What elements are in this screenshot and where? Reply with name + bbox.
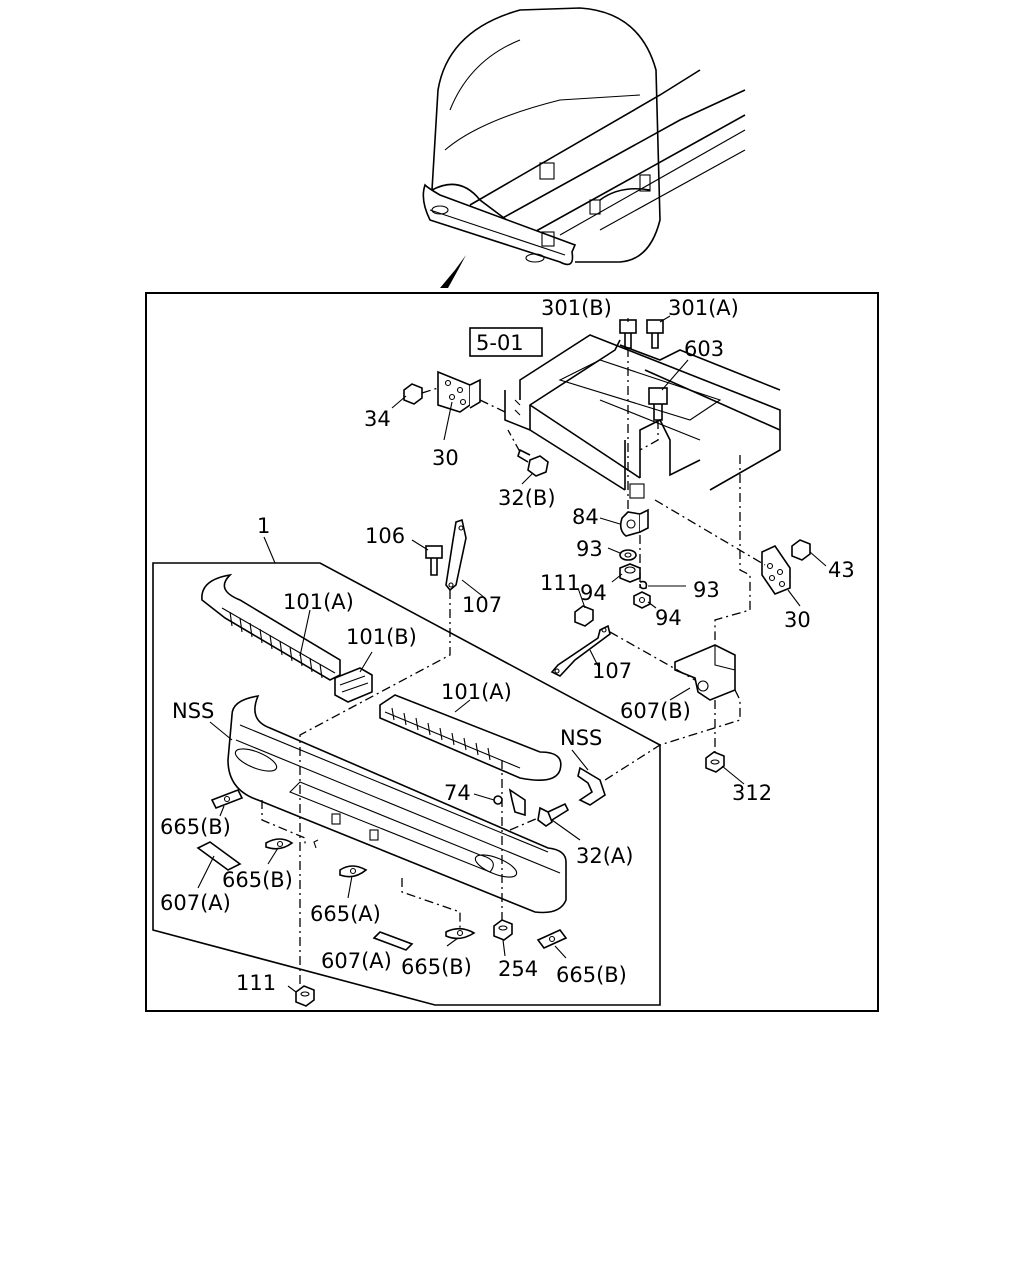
alignment-lines	[261, 590, 503, 986]
bolt-32a	[509, 802, 570, 831]
detail-frame	[145, 292, 879, 1012]
nut-111-upper	[574, 605, 594, 627]
bracket-84	[619, 508, 649, 537]
label-101b: 101(B)	[346, 625, 417, 649]
bolt-301b	[619, 319, 637, 520]
line-bracket-30-right	[654, 499, 766, 566]
label-106: 106	[365, 524, 405, 548]
label-30-left: 30	[432, 446, 459, 470]
label-607a-1: 607(A)	[160, 891, 231, 915]
label-94-a: 94	[580, 581, 607, 605]
reference-box-label: 5-01	[476, 331, 524, 355]
label-nss-right: NSS	[560, 726, 602, 750]
nut-111-lower	[295, 985, 315, 1007]
bolt-603	[639, 387, 668, 451]
nut-94-b	[633, 591, 651, 609]
part-labels: 301(B) 301(A) 603 34 30 32(B) 84 93 111 …	[160, 296, 855, 995]
reference-box: 5-01	[469, 327, 543, 357]
label-107-upper: 107	[462, 593, 502, 617]
nut-254	[493, 919, 513, 941]
label-32b: 32(B)	[498, 486, 556, 510]
pad-665a	[339, 865, 368, 878]
label-32a: 32(A)	[576, 844, 633, 868]
truck-overview-illustration	[422, 7, 746, 288]
bolt-301a	[646, 319, 664, 349]
washer-93-a	[619, 549, 637, 561]
front-bumper	[227, 694, 567, 914]
label-665b-2: 665(B)	[222, 868, 293, 892]
bolt-106	[425, 545, 443, 576]
washer-93-b	[639, 580, 648, 590]
leader-lines	[197, 315, 827, 993]
label-111-upper: 111	[540, 571, 580, 595]
label-301a: 301(A)	[668, 296, 739, 320]
pad-665b-4	[536, 929, 568, 949]
nut-312	[705, 751, 725, 773]
bracket-30-right	[761, 544, 791, 595]
bumper-assembly-box	[152, 562, 661, 1006]
label-1: 1	[257, 514, 270, 538]
label-93-a: 93	[576, 537, 603, 561]
line-frame-to-607b	[714, 455, 751, 640]
label-301b: 301(B)	[541, 296, 612, 320]
label-603: 603	[684, 337, 724, 361]
pad-665b-1	[210, 788, 244, 810]
label-34: 34	[364, 407, 391, 431]
bolt-32b	[507, 429, 549, 477]
label-101a-right: 101(A)	[441, 680, 512, 704]
label-607a-2: 607(A)	[321, 949, 392, 973]
spacer-94-a	[619, 563, 641, 583]
label-665b-4: 665(B)	[556, 963, 627, 987]
clip-74	[493, 788, 526, 817]
bracket-nss-right	[577, 766, 606, 806]
nut-43	[791, 539, 811, 561]
line-607b-nss	[604, 689, 741, 781]
nut-34	[403, 383, 423, 405]
label-84: 84	[572, 505, 599, 529]
link-rod-107-lower	[550, 624, 611, 677]
pad-665b-2	[265, 838, 294, 850]
pad-665b-3	[445, 927, 476, 940]
label-93-b: 93	[693, 578, 720, 602]
label-312: 312	[732, 781, 772, 805]
label-nss-left: NSS	[172, 699, 214, 723]
moulding-101a-right	[379, 694, 562, 781]
label-665b-1: 665(B)	[160, 815, 231, 839]
label-607b: 607(B)	[620, 699, 691, 723]
plate-607a-1	[196, 841, 242, 871]
clip-101b	[334, 667, 373, 703]
label-111-lower: 111	[236, 971, 276, 995]
link-rod-107-upper	[445, 518, 467, 592]
plate-607a-2	[372, 931, 414, 951]
label-43: 43	[828, 558, 855, 582]
label-665a: 665(A)	[310, 902, 381, 926]
bracket-30-left	[421, 370, 506, 413]
label-101a-left: 101(A)	[283, 590, 354, 614]
label-30-right: 30	[784, 608, 811, 632]
label-74: 74	[444, 781, 471, 805]
line-107-607b	[609, 631, 696, 681]
label-94-b: 94	[655, 606, 682, 630]
label-665b-3: 665(B)	[401, 955, 472, 979]
label-254: 254	[498, 957, 538, 981]
chassis-frame	[504, 334, 781, 499]
label-107-lower: 107	[592, 659, 632, 683]
